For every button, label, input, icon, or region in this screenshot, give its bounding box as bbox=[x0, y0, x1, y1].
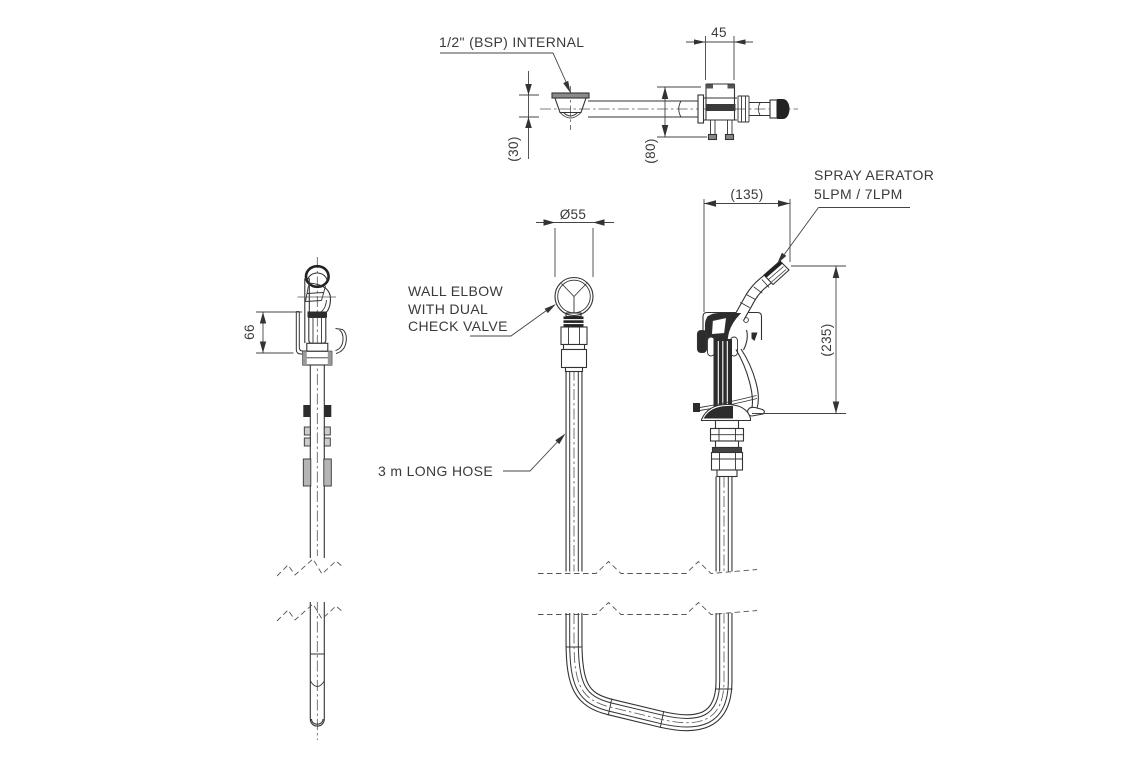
hose-outlines bbox=[565, 350, 733, 732]
dim-elbow-diameter: Ø55 bbox=[559, 207, 587, 222]
dim-nozzle-reach: (135) bbox=[730, 187, 764, 202]
break-lines bbox=[276, 558, 758, 622]
wall-elbow-label: WALL ELBOW WITH DUAL CHECK VALVE bbox=[408, 283, 508, 334]
gun-nozzle bbox=[733, 271, 776, 321]
top-view-gun-bracket bbox=[697, 83, 790, 141]
dim-gun-height: (235) bbox=[819, 323, 834, 357]
spray-aerator-tip bbox=[763, 260, 790, 286]
gun-grip bbox=[713, 339, 732, 407]
dim-bracket-width: 45 bbox=[711, 25, 727, 40]
wall-elbow-rosette bbox=[554, 276, 594, 373]
dim-inlet-height: (30) bbox=[506, 136, 521, 162]
dim-hook-height: 66 bbox=[242, 324, 257, 340]
gun-swivel-fittings bbox=[709, 419, 745, 478]
side-view-unit bbox=[295, 257, 347, 740]
bsp-internal-label: 1/2" (BSP) INTERNAL bbox=[439, 34, 585, 50]
spray-gun-front-view bbox=[693, 260, 790, 478]
dimension-lines bbox=[256, 36, 910, 472]
long-hose-label: 3 m LONG HOSE bbox=[378, 463, 494, 479]
wall-hook bbox=[295, 311, 347, 355]
dim-outlet-height: (80) bbox=[643, 138, 658, 164]
spray-aerator-label: SPRAY AERATOR 5LPM / 7LPM bbox=[814, 167, 935, 202]
top-view-unit bbox=[540, 83, 798, 141]
